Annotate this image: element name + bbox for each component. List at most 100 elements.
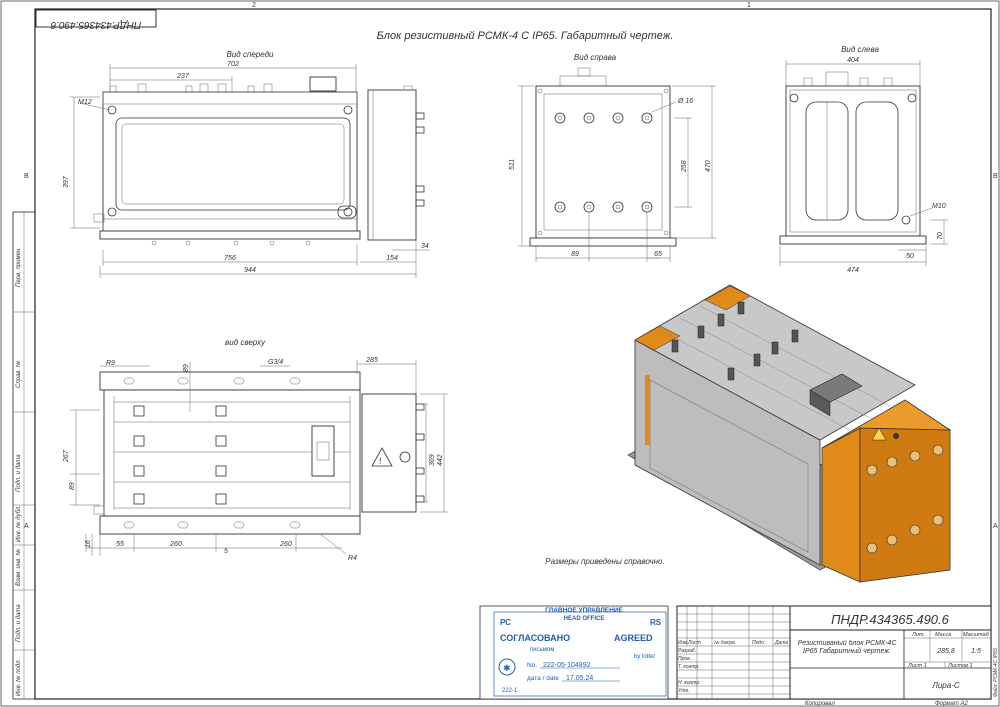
stamp-rc: РС xyxy=(500,618,511,627)
top-dim-16: 16 xyxy=(85,540,92,548)
left-dim-50: 50 xyxy=(906,253,914,260)
top-dim-r4: R4 xyxy=(348,555,357,562)
isometric-view xyxy=(627,284,952,583)
zone-mark-left-b: B xyxy=(24,173,29,180)
top-dim-260-left: 260 xyxy=(169,541,182,548)
left-view-label: Вид слева xyxy=(841,45,879,54)
right-dim-258: 258 xyxy=(681,160,688,173)
side-label-sprav: Справ. № xyxy=(15,360,22,388)
top-dim-285: 285 xyxy=(365,357,378,364)
zone-mark-top-1: 1 xyxy=(747,2,751,9)
top-dim-89-lower: 89 xyxy=(69,482,76,490)
front-housing xyxy=(102,91,358,232)
top-dim-369: 369 xyxy=(429,454,436,466)
tb-mass-label: Масса xyxy=(935,632,951,638)
tb-col-date: Дата xyxy=(774,640,788,646)
side-strip: Перв. примен. Справ. № Подп. и дата Инв.… xyxy=(12,211,36,700)
stamp-agreed-en: AGREED xyxy=(614,633,653,643)
title-block: Изм. Лист № докум. Подп. Дата Разраб. Пр… xyxy=(676,605,999,700)
zone-mark-left-a: A xyxy=(24,523,29,530)
stamp-date-value: 17.05.24 xyxy=(566,675,593,682)
tb-copied: Копировал xyxy=(805,701,835,707)
iso-terminal-box-front xyxy=(821,427,861,583)
front-dim-756: 756 xyxy=(224,255,236,262)
tb-col-izm: Изм. xyxy=(678,640,689,646)
front-dim-944: 944 xyxy=(244,267,256,274)
tb-mass: 285,8 xyxy=(936,648,955,655)
side-label-podl: Инв. № подл. xyxy=(15,659,22,696)
tb-row-razrab: Разраб. xyxy=(678,648,696,654)
svg-text:✱: ✱ xyxy=(503,663,511,673)
tb-row-nkontr: Н. контр. xyxy=(678,680,701,686)
left-dim-474: 474 xyxy=(847,267,859,274)
top-view-label: вид сверху xyxy=(225,338,266,347)
stamp-letter-en: by lotter xyxy=(634,654,655,660)
front-terminal-box xyxy=(367,89,417,241)
side-label-podp1: Подп. и дата xyxy=(16,454,22,492)
zone-mark-right-b: B xyxy=(993,173,998,180)
stamp-no-label: No. xyxy=(527,662,537,669)
zone-mark-right-a: A xyxy=(993,523,998,530)
stamp-no-value: 222-05-104892 xyxy=(543,662,591,669)
stamp-date-label: дата / date xyxy=(527,675,559,682)
left-dim-70: 70 xyxy=(937,232,944,240)
front-dim-702: 702 xyxy=(227,61,239,68)
stamp-emblem-icon xyxy=(498,658,516,676)
tb-col-podp: Подп. xyxy=(752,640,765,646)
left-dim-m10: M10 xyxy=(932,203,946,210)
tb-name: Резистиваный блок РСМК-4С IP65 Габаритны… xyxy=(797,640,897,655)
side-label-perv: Перв. примен. xyxy=(16,247,22,287)
top-dim-g34: G3/4 xyxy=(268,359,283,366)
stamp-agreed-ru: СОГЛАСОВАНО xyxy=(500,633,570,643)
right-dim-470: 470 xyxy=(705,160,712,172)
zone-mark-top-2: 2 xyxy=(252,2,256,9)
mirrored-code-box: ПНДР.434365.490.6 xyxy=(35,9,157,30)
sheet-title: Блок резистивный РСМК-4 С IP65. Габаритн… xyxy=(377,30,674,42)
right-view: Вид справа 511 Ø 16 258 470 89 65 xyxy=(509,53,716,262)
top-dim-442: 442 xyxy=(437,454,444,466)
top-dim-267: 267 xyxy=(63,449,70,463)
front-dim-m12: M12 xyxy=(78,99,92,106)
front-dim-34: 34 xyxy=(421,243,429,250)
svg-text:!: ! xyxy=(379,456,382,466)
right-dim-d16: Ø 16 xyxy=(677,98,693,105)
tb-col-doc: № докум. xyxy=(714,640,736,646)
tb-row-prov: Пров. xyxy=(678,656,691,662)
front-view-label: Вид спереди xyxy=(227,50,275,59)
front-view: Вид спереди xyxy=(63,50,430,278)
tb-org: Лира-С xyxy=(931,681,959,690)
front-dim-397: 397 xyxy=(63,175,70,188)
mirrored-code: ПНДР.434365.490.6 xyxy=(50,19,141,30)
stamp-rs: RS xyxy=(650,618,662,627)
front-dim-154: 154 xyxy=(386,255,398,262)
tb-code: ПНДР.434365.490.6 xyxy=(831,612,950,627)
side-label-vzam: Взам. инв. № xyxy=(15,548,22,586)
right-dim-65: 65 xyxy=(654,251,662,258)
right-view-label: Вид справа xyxy=(574,53,617,62)
tb-scale: 1:5 xyxy=(971,648,981,655)
right-dim-89: 89 xyxy=(571,251,579,258)
tb-row-tkontr: Т. контр. xyxy=(678,664,700,670)
top-terminal-box xyxy=(361,393,417,513)
top-dim-260-right: 260 xyxy=(279,541,292,548)
dimensions-note: Размеры приведены справочно. xyxy=(545,557,664,566)
tb-sheets: Листов 1 xyxy=(947,663,973,669)
front-dim-237: 237 xyxy=(176,73,190,80)
left-view: Вид слева 404 M10 70 474 50 xyxy=(779,45,948,274)
tb-sheet: Лист 1 xyxy=(907,663,927,669)
tb-col-list: Лист xyxy=(687,640,701,646)
stamp-head-en: HEAD OFFICE xyxy=(564,616,605,622)
right-dim-511: 511 xyxy=(509,159,516,170)
right-housing xyxy=(535,85,671,239)
left-dim-404: 404 xyxy=(847,57,859,64)
top-dim-89-upper: 89 xyxy=(183,364,190,372)
agreement-stamp: ГЛАВНОЕ УПРАВЛЕНИЕ HEAD OFFICE РС RS СОГ… xyxy=(479,605,669,700)
stamp-letter-ru: письмом xyxy=(530,647,554,653)
side-label-podp2: Подп. и дата xyxy=(16,604,22,642)
stamp-code: 222-1 xyxy=(502,688,518,694)
stamp-head-ru: ГЛАВНОЕ УПРАВЛЕНИЕ xyxy=(545,607,623,614)
tb-scale-label: Масштаб xyxy=(963,632,990,638)
top-dim-5: 5 xyxy=(224,548,228,555)
